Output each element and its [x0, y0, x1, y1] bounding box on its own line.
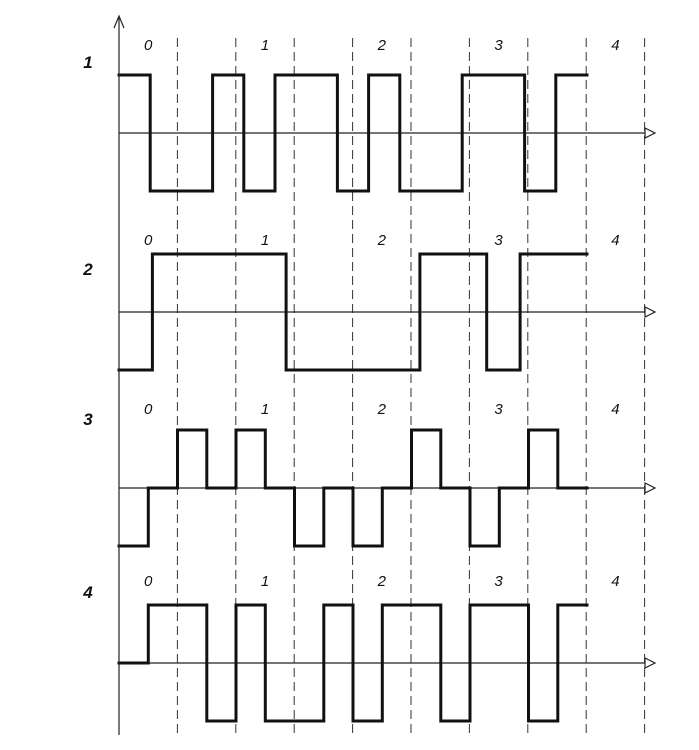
time-axis-arrow-icon: [644, 657, 657, 669]
waveform-signal: [117, 73, 589, 193]
slot-label: 4: [611, 573, 619, 590]
waveform-rows: 1 2 3 4: [82, 53, 657, 723]
waveform-row-label: 3: [83, 410, 93, 429]
time-axis-arrow-icon: [644, 482, 657, 494]
waveform-row-3: 3: [83, 410, 657, 548]
waveform-signal: [117, 428, 589, 548]
slot-label: 3: [494, 573, 503, 590]
slot-label: 2: [377, 37, 387, 54]
waveform-row-1: 1: [83, 53, 657, 193]
waveform-row-label: 4: [82, 583, 93, 602]
waveform-row-label: 2: [82, 260, 93, 279]
slot-labels: 01234567012345670123456701234567: [144, 37, 620, 590]
waveform-row-label: 1: [83, 53, 92, 72]
slot-label: 0: [144, 232, 153, 249]
slot-label: 4: [611, 232, 619, 249]
slot-label: 0: [144, 573, 153, 590]
slot-label: 4: [611, 401, 619, 418]
slot-label: 1: [261, 37, 269, 54]
vertical-axis: [113, 14, 125, 735]
waveform-signal: [117, 603, 589, 723]
slot-label: 2: [377, 401, 387, 418]
waveform-signal: [117, 252, 589, 372]
slot-label: 1: [261, 232, 269, 249]
slot-label: 2: [377, 573, 387, 590]
slot-label: 0: [144, 401, 153, 418]
slot-label: 3: [494, 401, 503, 418]
waveform-row-2: 2: [82, 252, 657, 372]
slot-label: 2: [377, 232, 387, 249]
slot-boundaries: [176, 38, 646, 735]
waveform-row-4: 4: [82, 583, 657, 723]
slot-label: 0: [144, 37, 153, 54]
time-axis-arrow-icon: [644, 306, 657, 318]
slot-label: 1: [261, 401, 269, 418]
slot-label: 4: [611, 37, 619, 54]
time-axis-arrow-icon: [644, 127, 657, 139]
slot-label: 3: [494, 232, 503, 249]
slot-label: 1: [261, 573, 269, 590]
slot-label: 3: [494, 37, 503, 54]
